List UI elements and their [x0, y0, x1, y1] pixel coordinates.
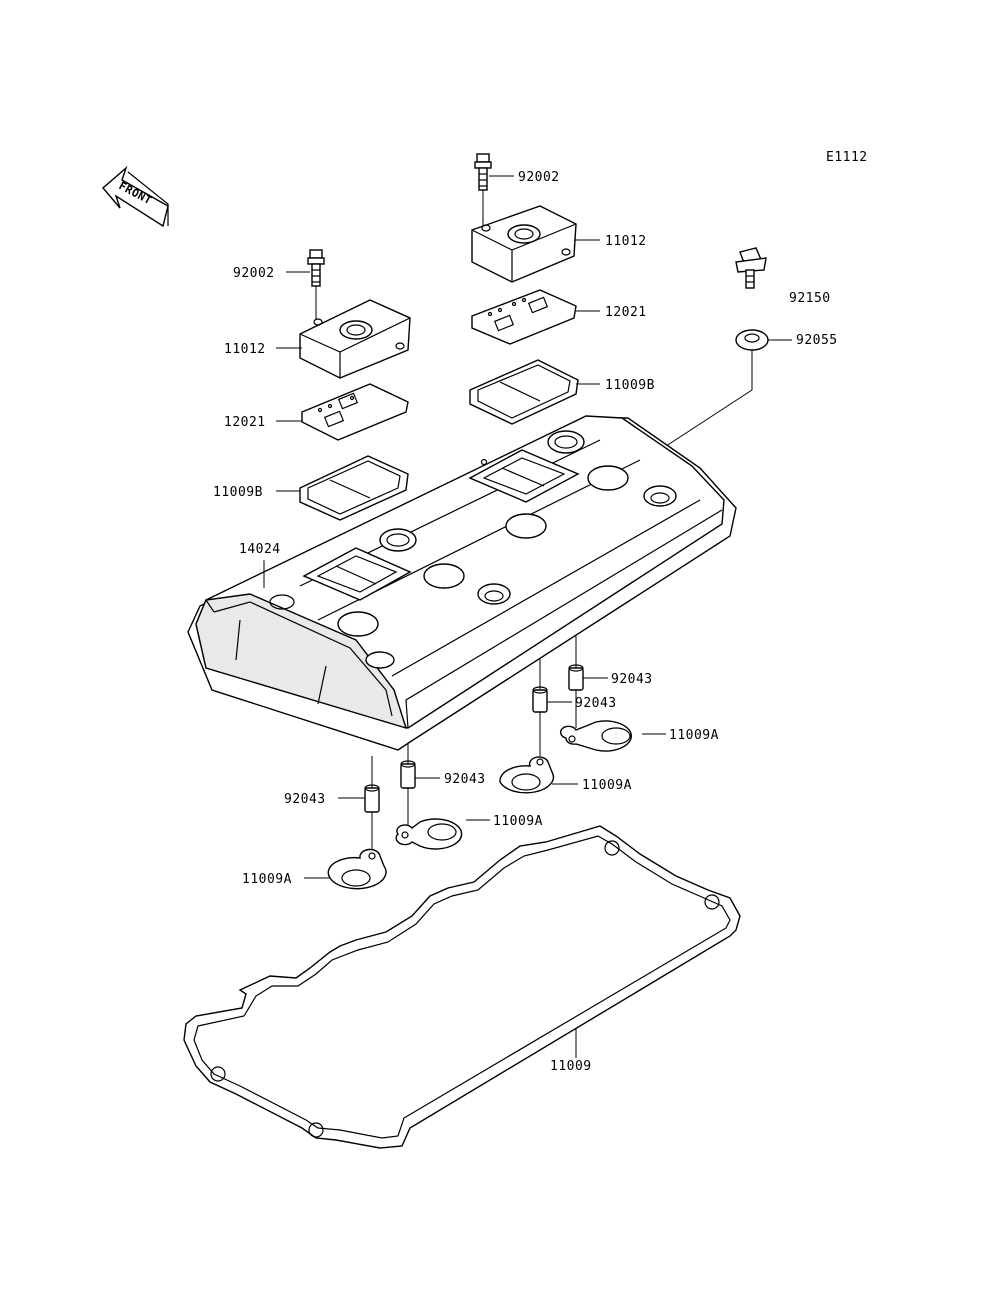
label-11009b-left: 11009B — [213, 485, 263, 500]
gasket-11009a-c — [395, 818, 463, 850]
bolt-92150 — [735, 247, 767, 289]
plate-12021-left — [301, 383, 409, 441]
label-11009b-right: 11009B — [605, 378, 655, 393]
diagram-code: E1112 — [826, 150, 868, 165]
dowel-92043-a — [568, 636, 584, 691]
dowel-92043-d — [364, 756, 380, 852]
label-11009a-b: 11009A — [582, 778, 632, 793]
dowel-92043-c — [400, 744, 416, 832]
label-11009a-c: 11009A — [493, 814, 543, 829]
label-92002-right: 92002 — [518, 170, 560, 185]
label-12021-right: 12021 — [605, 305, 647, 320]
cover-11012-left — [299, 299, 411, 379]
label-11012-right: 11012 — [605, 234, 647, 249]
dowel-92043-b — [532, 658, 548, 756]
label-11009: 11009 — [550, 1059, 592, 1074]
front-direction-arrow-icon: FRONT — [102, 165, 169, 228]
gasket-11009b-right — [469, 359, 579, 425]
cover-11012-right — [471, 205, 577, 283]
label-11009a-a: 11009A — [669, 728, 719, 743]
gasket-11009b-left — [299, 455, 409, 521]
label-12021-left: 12021 — [224, 415, 266, 430]
label-14024: 14024 — [239, 542, 281, 557]
bolt-92002-left — [307, 249, 325, 320]
gasket-11009a-d — [327, 848, 387, 890]
label-92055: 92055 — [796, 333, 838, 348]
head-cover-14024 — [187, 415, 737, 751]
bolt-92002-right — [474, 153, 492, 226]
label-92043-c: 92043 — [444, 772, 486, 787]
label-92150: 92150 — [789, 291, 831, 306]
label-92002-left: 92002 — [233, 266, 275, 281]
label-92043-a: 92043 — [611, 672, 653, 687]
label-92043-b: 92043 — [575, 696, 617, 711]
gasket-11009a-b — [499, 756, 555, 794]
plate-12021-right — [471, 289, 577, 345]
gasket-11009a-a — [559, 690, 633, 752]
gasket-11009 — [183, 825, 741, 1149]
label-11012-left: 11012 — [224, 342, 266, 357]
label-92043-d: 92043 — [284, 792, 326, 807]
label-11009a-d: 11009A — [242, 872, 292, 887]
